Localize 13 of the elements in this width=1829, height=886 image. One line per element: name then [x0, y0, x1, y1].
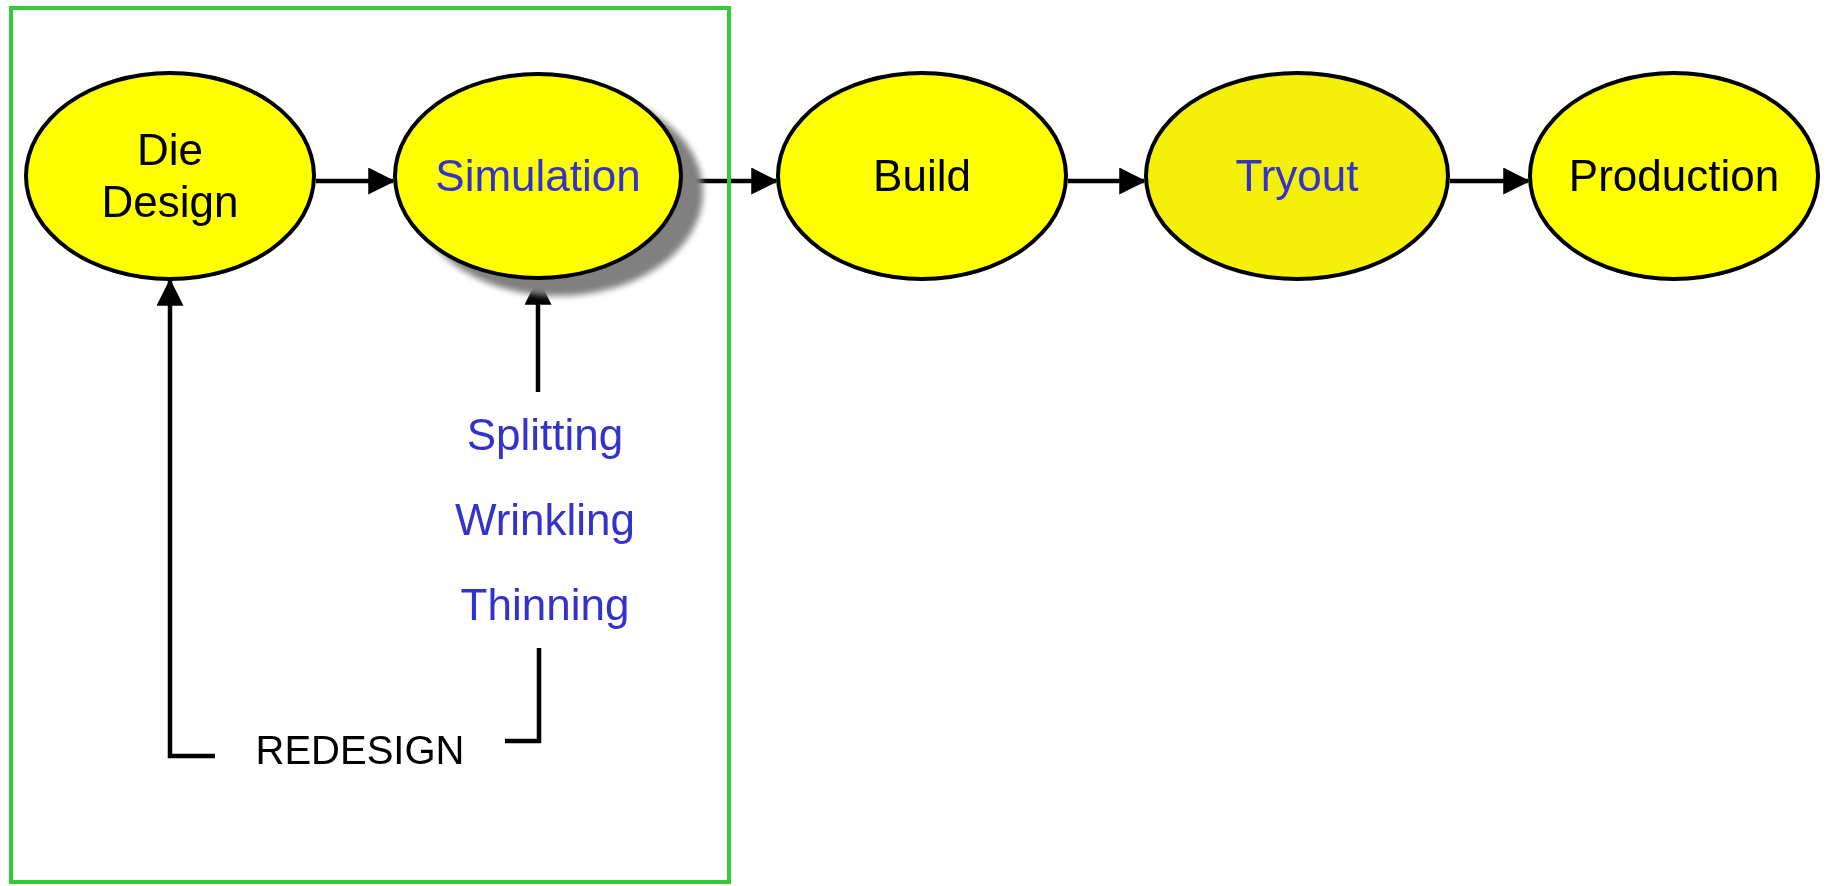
- process-ellipse: Die Design: [24, 71, 316, 281]
- process-ellipse: Tryout: [1144, 71, 1450, 281]
- failure-mode-label: Wrinkling: [454, 495, 636, 545]
- arrow: [156, 278, 215, 759]
- process-ellipse: Build: [776, 71, 1068, 281]
- failure-mode-label: Thinning: [460, 580, 630, 631]
- process-ellipse: Production: [1528, 71, 1820, 281]
- connector-line: [505, 648, 542, 744]
- loop-label: REDESIGN: [255, 727, 465, 773]
- process-ellipse: Simulation: [393, 72, 683, 280]
- arrow: [524, 277, 552, 392]
- group-frame: [9, 6, 731, 884]
- failure-mode-label: Splitting: [466, 409, 624, 460]
